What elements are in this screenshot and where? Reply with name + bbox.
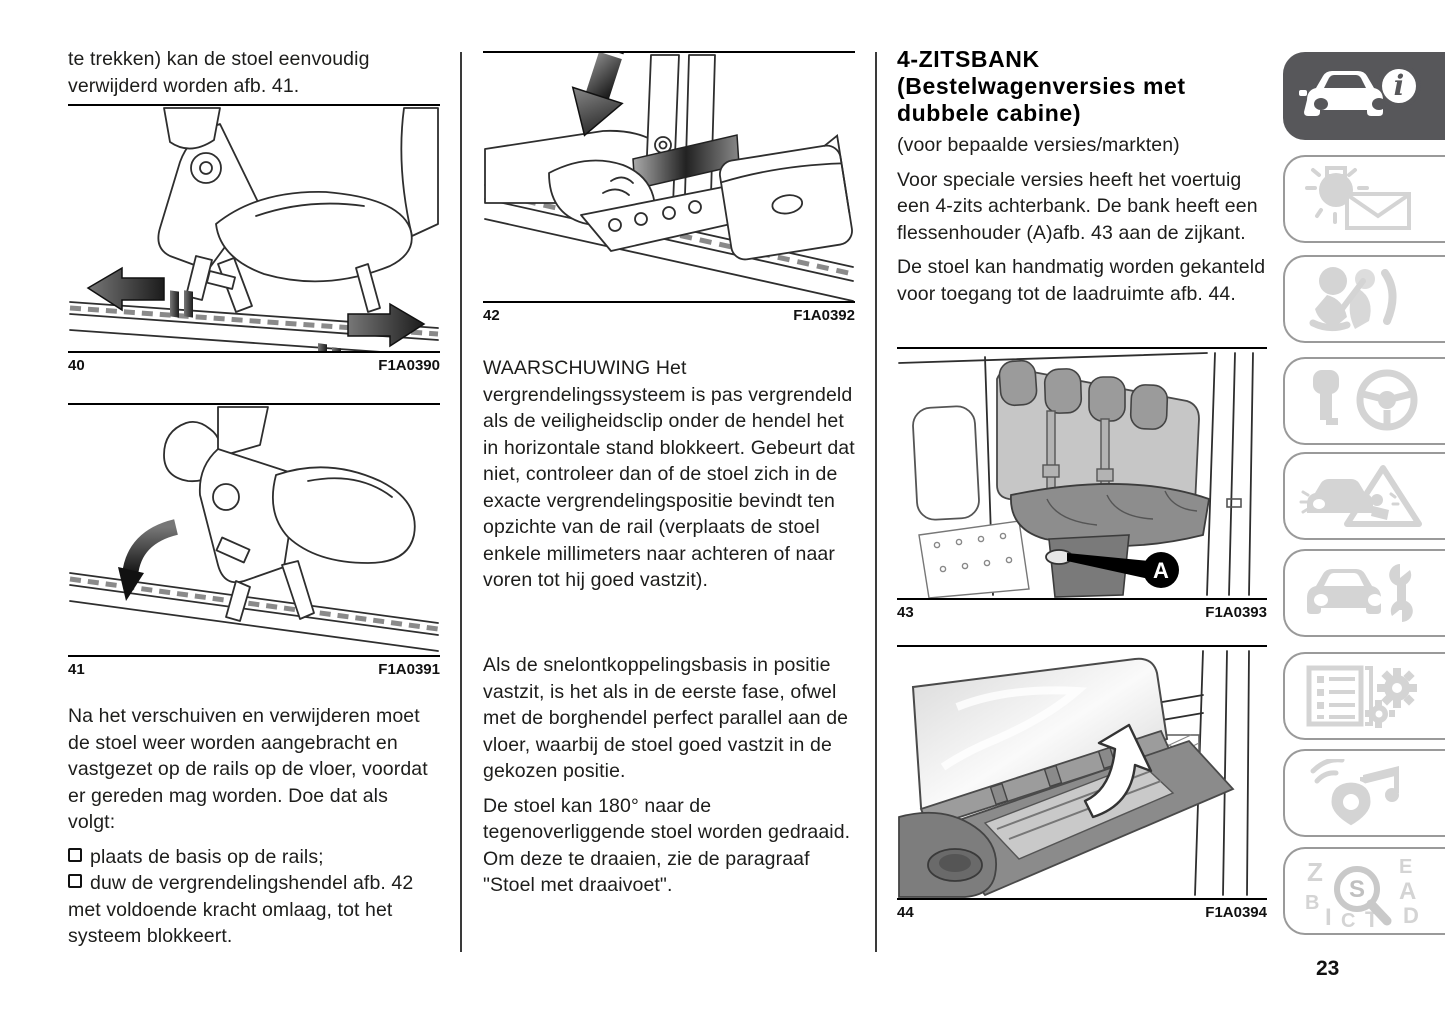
- left-paragraph: Na het verschuiven en verwijderen moet d…: [68, 705, 428, 833]
- car-info-icon: i: [1299, 64, 1421, 116]
- svg-text:Z: Z: [1307, 857, 1323, 887]
- figure-44: 44 F1A0394: [897, 645, 1267, 921]
- svg-text:S: S: [1349, 876, 1365, 903]
- column-divider: [460, 52, 462, 952]
- figure-44-number: 44: [897, 904, 914, 921]
- svg-text:D: D: [1403, 903, 1419, 927]
- middle-paragraph-2: De stoel kan 180° naar de tegenoverligge…: [483, 794, 851, 897]
- bullet-item: plaats de basis op de rails;: [68, 844, 440, 871]
- figure-43-code: F1A0393: [1205, 604, 1267, 621]
- sidebar-tab-technical-specs[interactable]: [1283, 652, 1445, 740]
- svg-text:i: i: [1394, 69, 1405, 102]
- svg-text:E: E: [1399, 856, 1412, 878]
- square-bullet-icon: [68, 847, 82, 862]
- figure-40-number: 40: [68, 357, 85, 374]
- svg-text:A: A: [1399, 878, 1416, 905]
- figure-42-code: F1A0392: [793, 307, 855, 324]
- sidebar-tab-vehicle-info[interactable]: i: [1283, 52, 1445, 140]
- figure-43-number: 43: [897, 604, 914, 621]
- sidebar-tab-multimedia[interactable]: [1283, 749, 1445, 837]
- key-steering-wheel-icon: [1313, 369, 1418, 431]
- bullet-text: plaats de basis op de rails;: [90, 845, 324, 868]
- car-warning-triangle-icon: [1299, 465, 1422, 527]
- middle-paragraph-1: Als de snelontkoppelingsbasis in positie…: [483, 654, 849, 782]
- section-heading: 4-ZITSBANK (Bestelwagenversies met dubbe…: [897, 46, 1186, 126]
- figure-44-code: F1A0394: [1205, 904, 1267, 921]
- left-intro-paragraph: te trekken) kan de stoel eenvoudig verwi…: [68, 46, 440, 107]
- figure-44-art: [897, 645, 1267, 900]
- figure-41-art: [68, 403, 440, 657]
- sidebar-tab-index[interactable]: Z E B A I C T D S: [1283, 847, 1445, 935]
- multimedia-nav-music-icon: [1310, 759, 1399, 827]
- column-divider: [875, 52, 877, 952]
- figure-41-number: 41: [68, 661, 85, 678]
- sidebar-tab-safety[interactable]: [1283, 255, 1445, 343]
- figure-43-art: A: [897, 347, 1267, 600]
- car-wrench-icon: [1307, 564, 1413, 622]
- warning-light-message-icon: [1305, 166, 1411, 230]
- spec-sheet-gears-icon: [1306, 665, 1417, 728]
- right-paragraph-2: De stoel kan handmatig worden gekanteld …: [897, 256, 1266, 305]
- sidebar-tab-servicing[interactable]: [1283, 549, 1445, 637]
- sidebar-tab-starting-driving[interactable]: [1283, 357, 1445, 445]
- figure-43: A 43 F1A0393: [897, 347, 1267, 621]
- figure-42-art: [483, 51, 855, 303]
- figure-41-code: F1A0391: [378, 661, 440, 678]
- warning-paragraph: WAARSCHUWING Het vergrendelingssysteem i…: [483, 355, 855, 602]
- callout-a-label: A: [1153, 558, 1169, 583]
- sidebar-tab-warning-lights[interactable]: [1283, 155, 1445, 243]
- left-bottom-text: Na het verschuiven en verwijderen moet d…: [68, 703, 440, 950]
- svg-text:B: B: [1305, 892, 1319, 914]
- svg-text:I: I: [1325, 904, 1332, 927]
- figure-42-number: 42: [483, 307, 500, 324]
- airbag-seatbelt-icon: [1309, 267, 1397, 332]
- index-search-letters-icon: Z E B A I C T D S: [1305, 856, 1419, 927]
- svg-text:C: C: [1341, 910, 1355, 927]
- right-column-text: 4-ZITSBANK (Bestelwagenversies met dubbe…: [897, 46, 1267, 315]
- figure-42: 42 F1A0392: [483, 51, 855, 324]
- square-bullet-icon: [68, 874, 82, 888]
- bullet-item: duw de vergrendelingshendel afb. 42 met …: [68, 870, 440, 950]
- sidebar-tab-emergency[interactable]: [1283, 452, 1445, 540]
- page-number: 23: [1316, 957, 1340, 980]
- intro-text: te trekken) kan de stoel eenvoudig verwi…: [68, 48, 370, 97]
- figure-40-code: F1A0390: [378, 357, 440, 374]
- warning-text: WAARSCHUWING Het vergrendelingssysteem i…: [483, 357, 855, 591]
- bullet-text: duw de vergrendelingshendel afb. 42 met …: [68, 872, 414, 947]
- figure-40-art: [68, 104, 440, 353]
- figure-41: 41 F1A0391: [68, 403, 440, 678]
- middle-bottom-text: Als de snelontkoppelingsbasis in positie…: [483, 652, 855, 907]
- figure-40: 40 F1A0390: [68, 104, 440, 374]
- section-subtitle: (voor bepaalde versies/markten): [897, 134, 1180, 156]
- right-paragraph-1: Voor speciale versies heeft het voertuig…: [897, 168, 1258, 244]
